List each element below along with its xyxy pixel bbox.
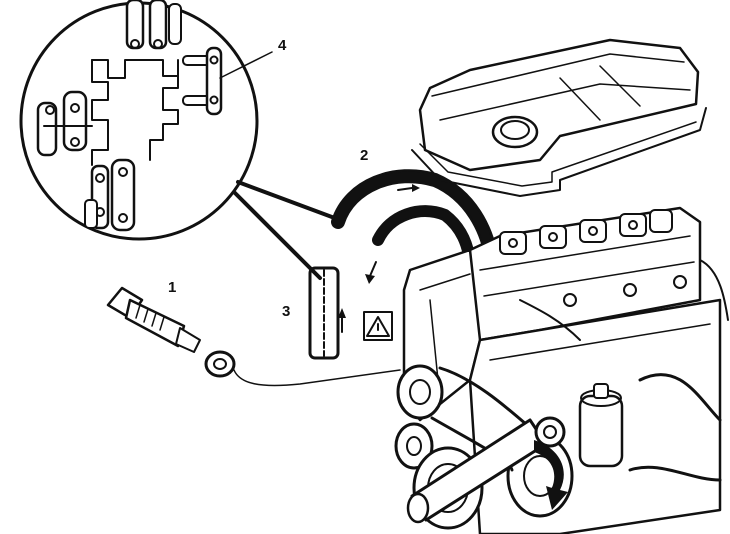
- detail-chain-bottom: [84, 158, 136, 232]
- detail-link-pins: [182, 46, 223, 116]
- detail-chain-top: [125, 0, 182, 50]
- valve-cover: [418, 38, 700, 172]
- rotation-arrow: [534, 440, 568, 510]
- cover-gasket: [411, 107, 707, 197]
- timing-chain-arc: [331, 169, 499, 284]
- callout-3: 3: [282, 303, 290, 320]
- rocker-arms: [499, 209, 687, 307]
- callout-1: 1: [168, 279, 176, 296]
- socket-wrench-tool: [406, 416, 566, 524]
- sealing-ring: [204, 350, 401, 387]
- tensioner-plug: [106, 286, 201, 353]
- warning-triangle-icon: [363, 311, 393, 341]
- chain-section: [308, 266, 346, 360]
- pulley-upper: [396, 364, 444, 420]
- callout-4: 4: [278, 37, 287, 54]
- detail-chain-left: [36, 90, 93, 157]
- pulley-middle: [394, 422, 434, 470]
- oil-filter: [578, 383, 624, 468]
- callout-2: 2: [360, 147, 368, 164]
- detail-magnifier: [19, 0, 342, 280]
